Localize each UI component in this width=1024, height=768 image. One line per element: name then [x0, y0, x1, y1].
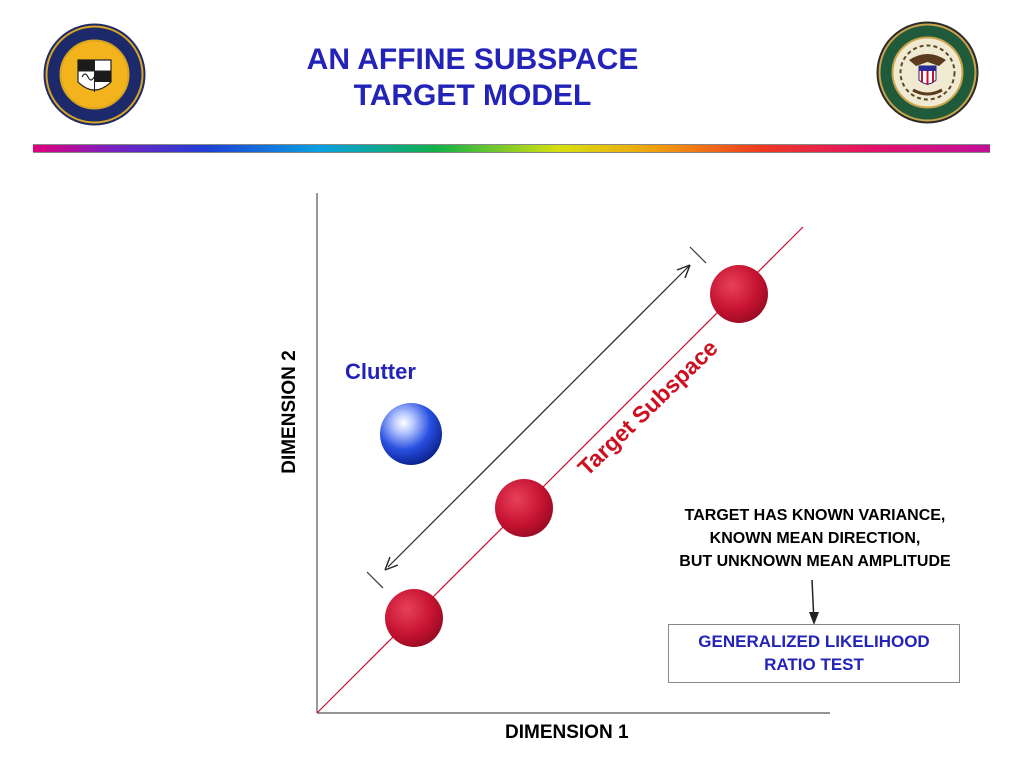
- target-properties-note: TARGET HAS KNOWN VARIANCE, KNOWN MEAN DI…: [630, 504, 1000, 573]
- clutter-point: [380, 403, 442, 465]
- extent-tick-bottom: [366, 571, 384, 589]
- note-line-3: BUT UNKNOWN MEAN AMPLITUDE: [679, 553, 951, 570]
- note-arrow-head: [809, 612, 819, 625]
- naval-research-laboratory-seal-icon: [43, 23, 146, 126]
- slide-title: AN AFFINE SUBSPACE TARGET MODEL: [250, 42, 695, 114]
- target-point-mid: [495, 479, 553, 537]
- department-of-the-navy-eagle-seal-icon: [876, 21, 979, 124]
- target-point-high: [710, 265, 768, 323]
- extent-tick-top: [689, 246, 707, 264]
- title-line-1: AN AFFINE SUBSPACE: [306, 43, 639, 76]
- target-point-low: [385, 589, 443, 647]
- clutter-label: Clutter: [345, 359, 416, 384]
- y-axis-label: DIMENSION 2: [279, 350, 300, 474]
- arrow-head-top: [676, 264, 691, 279]
- glrt-line-2: RATIO TEST: [764, 655, 864, 674]
- x-axis-label: DIMENSION 1: [505, 722, 629, 743]
- rainbow-divider: [33, 144, 990, 153]
- note-line-2: KNOWN MEAN DIRECTION,: [709, 530, 921, 547]
- glrt-result-box: GENERALIZED LIKELIHOOD RATIO TEST: [668, 624, 960, 683]
- glrt-line-1: GENERALIZED LIKELIHOOD: [698, 632, 930, 651]
- amplitude-arrow: [387, 264, 691, 568]
- arrow-head-bottom: [384, 556, 399, 571]
- title-line-2: TARGET MODEL: [353, 79, 592, 112]
- note-line-1: TARGET HAS KNOWN VARIANCE,: [684, 507, 946, 524]
